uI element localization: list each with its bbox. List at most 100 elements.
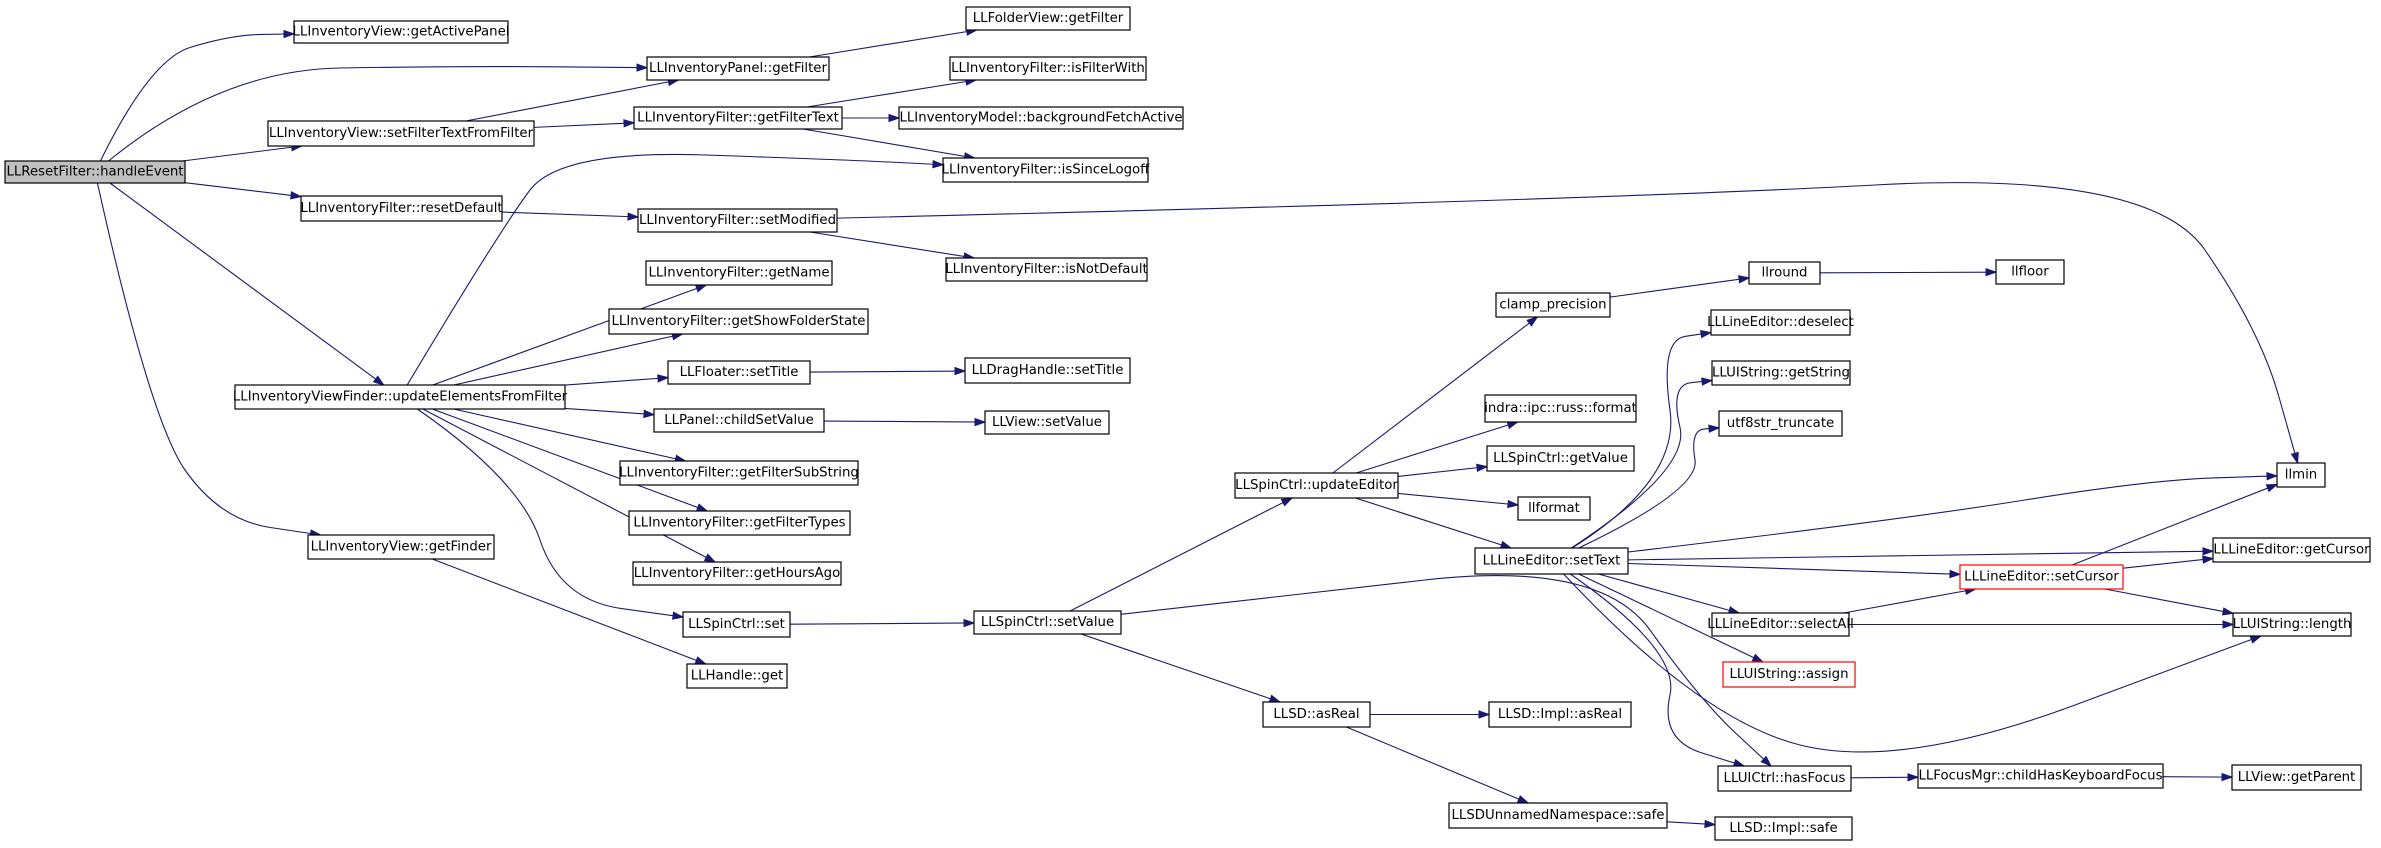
node-label: LLSD::Impl::safe — [1729, 821, 1837, 836]
node-russ-format[interactable]: indra::ipc::russ::format — [1484, 394, 1637, 423]
node-if-getname[interactable]: LLInventoryFilter::getName — [645, 260, 833, 286]
node-if-getfiltertext[interactable]: LLInventoryFilter::getFilterText — [633, 106, 843, 130]
node-label: LLView::setValue — [992, 415, 1102, 430]
node-if-issincelogoff[interactable]: LLInventoryFilter::isSinceLogoff — [942, 157, 1151, 183]
node-llformat[interactable]: llformat — [1517, 496, 1591, 521]
node-uis-getstring[interactable]: LLUIString::getString — [1711, 360, 1851, 386]
node-spin-set[interactable]: LLSpinCtrl::set — [682, 611, 791, 638]
node-label: LLLineEditor::getCursor — [2213, 543, 2370, 558]
node-iv-setfiltertext[interactable]: LLInventoryView::setFilterTextFromFilter — [267, 120, 535, 147]
edge-le_settext-to-llmin — [1627, 471, 2279, 553]
node-box — [1517, 496, 1591, 521]
node-im-bgfetch[interactable]: LLInventoryModel::backgroundFetchActive — [898, 106, 1184, 130]
node-box — [984, 410, 1110, 435]
node-label: LLInventoryFilter::isFilterWith — [951, 61, 1145, 76]
node-le-setcursor[interactable]: LLLineEditor::setCursor — [1959, 564, 2124, 590]
node-label: LLInventoryView::getActivePanel — [293, 25, 510, 40]
node-le-deselect[interactable]: LLLineEditor::deselect — [1707, 309, 1854, 336]
node-if-isfilterwith[interactable]: LLInventoryFilter::isFilterWith — [949, 56, 1147, 81]
node-reset-handle[interactable]: LLResetFilter::handleEvent — [4, 160, 186, 184]
node-spin-updateeditor[interactable]: LLSpinCtrl::updateEditor — [1234, 472, 1399, 499]
node-llsdunnamed-safe[interactable]: LLSDUnnamedNamespace::safe — [1448, 802, 1668, 829]
node-le-selectall[interactable]: LLLineEditor::selectAll — [1707, 612, 1854, 637]
node-utf8str-truncate[interactable]: utf8str_truncate — [1718, 410, 1843, 437]
node-clamp-precision[interactable]: clamp_precision — [1495, 292, 1611, 318]
node-label: LLInventoryFilter::getFilterText — [637, 111, 839, 126]
node-if-getfiltertypes[interactable]: LLInventoryFilter::getFilterTypes — [628, 510, 851, 536]
node-if-isnotdefault[interactable]: LLInventoryFilter::isNotDefault — [945, 257, 1148, 282]
node-view-getparent[interactable]: LLView::getParent — [2231, 764, 2362, 791]
node-view-setvalue[interactable]: LLView::setValue — [984, 410, 1110, 435]
node-label: LLSpinCtrl::setValue — [981, 615, 1114, 630]
node-focus-childhaskbd[interactable]: LLFocusMgr::childHasKeyboardFocus — [1917, 763, 2164, 789]
edge-iv_setfiltertext-to-if_getfiltertext — [533, 119, 636, 128]
node-label: LLLineEditor::deselect — [1707, 315, 1854, 330]
node-box — [1710, 309, 1851, 336]
node-label: llformat — [1528, 501, 1580, 516]
node-uis-length[interactable]: LLUIString::length — [2232, 612, 2352, 637]
node-box — [646, 56, 830, 81]
edge-le_setcursor-to-le_getcursor — [2122, 555, 2215, 569]
node-label: LLFocusMgr::childHasKeyboardFocus — [1918, 769, 2162, 784]
node-llfloor[interactable]: llfloor — [1995, 259, 2065, 285]
node-le-settext[interactable]: LLLineEditor::setText — [1474, 547, 1629, 575]
edge-le_selectall-to-uis_length — [1849, 620, 2235, 629]
edge-ivf_update-to-if_gethoursago — [422, 408, 717, 563]
node-spin-setvalue[interactable]: LLSpinCtrl::setValue — [973, 610, 1122, 635]
node-label: LLInventoryFilter::getHoursAgo — [634, 566, 840, 581]
node-if-getshowfolderstate[interactable]: LLInventoryFilter::getShowFolderState — [608, 308, 869, 335]
node-label: LLSpinCtrl::set — [688, 617, 785, 632]
node-llmin[interactable]: llmin — [2276, 462, 2326, 488]
edge-if_setmodified-to-llmin — [836, 182, 2299, 465]
node-layer: LLResetFilter::handleEventLLInventoryVie… — [4, 6, 2371, 841]
edge-if_getfiltertext-to-if_isfilterwith — [806, 77, 978, 108]
node-uictrl-hasfocus[interactable]: LLUICtrl::hasFocus — [1717, 765, 1852, 792]
node-box — [667, 360, 811, 385]
node-box — [1262, 701, 1371, 728]
edge-focus_childhaskbd-to-view_getparent — [2162, 772, 2234, 782]
node-iv-getfinder[interactable]: LLInventoryView::getFinder — [307, 534, 495, 560]
node-label: LLSD::asReal — [1273, 707, 1359, 722]
node-box — [1486, 445, 1635, 472]
node-box — [949, 56, 1147, 81]
node-dh-settitle[interactable]: LLDragHandle::setTitle — [964, 357, 1131, 384]
edge-spin_updateeditor-to-spin_getvalue — [1397, 463, 1489, 478]
edge-le_settext-to-le_getcursor — [1627, 547, 2215, 561]
node-box — [1448, 802, 1668, 829]
node-handle-get[interactable]: LLHandle::get — [686, 663, 788, 689]
node-fl-settitle[interactable]: LLFloater::setTitle — [667, 360, 811, 385]
edge-llround-to-llfloor — [1819, 267, 1998, 277]
node-le-getcursor[interactable]: LLLineEditor::getCursor — [2212, 537, 2371, 563]
edge-if_getfiltertext-to-if_issincelogoff — [802, 128, 977, 161]
node-spin-getvalue[interactable]: LLSpinCtrl::getValue — [1486, 445, 1635, 472]
node-if-gethoursago[interactable]: LLInventoryFilter::getHoursAgo — [632, 561, 842, 586]
node-fv-getfilter[interactable]: LLFolderView::getFilter — [965, 6, 1131, 31]
node-if-getfiltersubstring[interactable]: LLInventoryFilter::getFilterSubString — [619, 460, 859, 486]
node-label: LLInventoryFilter::resetDefault — [300, 201, 502, 216]
node-ivf-update[interactable]: LLInventoryViewFinder::updateElementsFro… — [233, 384, 568, 410]
node-llsdimpl-asreal[interactable]: LLSD::Impl::asReal — [1488, 701, 1632, 728]
node-if-resetdefault[interactable]: LLInventoryFilter::resetDefault — [300, 195, 503, 222]
node-iv-getactivepanel[interactable]: LLInventoryView::getActivePanel — [293, 20, 510, 44]
node-box — [1495, 292, 1611, 318]
node-ip-getfilter[interactable]: LLInventoryPanel::getFilter — [646, 56, 830, 81]
node-box — [1234, 472, 1399, 499]
node-label: utf8str_truncate — [1727, 416, 1834, 431]
node-label: LLUIString::length — [2233, 617, 2352, 632]
edge-iv_getfinder-to-handle_get — [432, 558, 708, 665]
node-box — [645, 260, 833, 286]
node-box — [4, 160, 186, 184]
edge-le_settext-to-uis_getstring — [1570, 377, 1714, 549]
node-if-setmodified[interactable]: LLInventoryFilter::setModified — [637, 208, 838, 233]
node-panel-childsetvalue[interactable]: LLPanel::childSetValue — [653, 408, 825, 433]
node-box — [234, 384, 566, 410]
node-box — [1711, 612, 1850, 637]
node-uis-assign[interactable]: LLUIString::assign — [1722, 661, 1856, 688]
node-label: LLUICtrl::hasFocus — [1724, 771, 1846, 786]
node-llround[interactable]: llround — [1748, 261, 1821, 285]
node-box — [898, 106, 1184, 130]
node-llsdimpl-safe[interactable]: LLSD::Impl::safe — [1714, 816, 1853, 841]
node-llsd-asreal[interactable]: LLSD::asReal — [1262, 701, 1371, 728]
edge-reset_handle-to-ip_getfilter — [108, 63, 649, 162]
node-box — [2232, 612, 2352, 637]
